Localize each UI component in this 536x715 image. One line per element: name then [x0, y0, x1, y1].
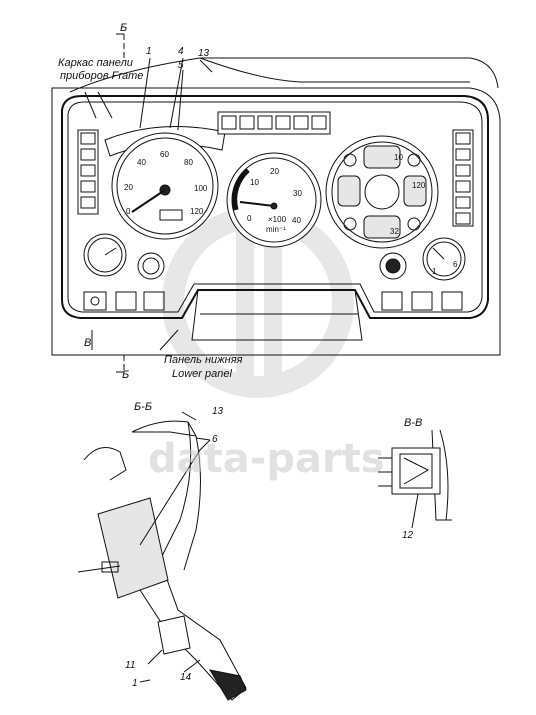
tacho-multiplier: ×100 — [268, 215, 287, 224]
small-right-gauge: 1 6 — [422, 237, 466, 281]
callout-6: 6 — [212, 434, 218, 445]
tacho-tick-zero: 0 — [247, 214, 252, 223]
left-switch-column — [77, 129, 99, 215]
callout-5: 5 — [178, 60, 184, 71]
lower-panel-label-en: Lower panel — [172, 368, 232, 380]
tacho-tick: 10 — [250, 178, 259, 187]
tacho-tick: 40 — [292, 216, 301, 225]
frame-label-en: приборов Frame — [60, 70, 143, 82]
callout-1: 1 — [146, 46, 152, 57]
section-marker-top: Б — [120, 22, 127, 34]
right-gauge-tick: 6 — [453, 260, 458, 269]
speed-tick: 120 — [190, 207, 204, 216]
tacho-unit: min⁻¹ — [266, 225, 286, 234]
callout-12: 12 — [402, 530, 414, 541]
callout-13: 13 — [198, 48, 210, 59]
cluster-bottom-tick: 32 — [390, 227, 399, 236]
section-bb-view — [77, 411, 247, 701]
watermark-text: data-parts — [148, 436, 385, 482]
section-bb-title: Б-Б — [134, 401, 152, 413]
section-marker-bottom: Б — [122, 369, 129, 381]
multi-gauge-cluster: 10 120 32 — [325, 135, 439, 249]
right-switch-column — [452, 129, 474, 227]
speed-tick: 80 — [184, 158, 193, 167]
bottom-switch-row — [83, 291, 463, 311]
speed-tick: 60 — [160, 150, 169, 159]
callout-4: 4 — [178, 46, 184, 57]
tacho-tick: 30 — [293, 189, 302, 198]
frame-label-ru: Каркас панели — [58, 57, 133, 69]
speed-tick: 20 — [124, 183, 133, 192]
speed-tick: 100 — [194, 184, 208, 193]
speedometer: 0 20 40 60 80 100 120 — [111, 132, 219, 240]
cluster-top-tick: 10 — [394, 153, 403, 162]
callout-11: 11 — [125, 660, 135, 671]
small-left-gauge — [83, 233, 127, 277]
tachometer: 0 10 20 30 40 ×100 min⁻¹ — [226, 152, 322, 248]
callout-13-bb: 13 — [212, 406, 224, 417]
ignition-lock — [137, 252, 165, 280]
speed-tick: 40 — [137, 158, 146, 167]
cluster-right-tick: 120 — [412, 181, 426, 190]
speed-tick-zero: 0 — [126, 207, 131, 216]
section-vv-title: В-В — [404, 417, 422, 429]
callout-14: 14 — [180, 672, 192, 683]
section-vv-view — [378, 429, 452, 529]
callout-1-bb: 1 — [132, 678, 138, 689]
warning-lamp-strip — [217, 111, 331, 135]
right-gauge-tick: 1 — [432, 267, 437, 276]
instrument-panel: 0 20 40 60 80 100 120 0 10 20 — [51, 33, 501, 373]
tacho-tick: 20 — [270, 167, 279, 176]
lower-panel-label-ru: Панель нижняя — [164, 354, 243, 366]
right-knob — [379, 252, 407, 280]
section-marker-left: В — [84, 337, 91, 349]
